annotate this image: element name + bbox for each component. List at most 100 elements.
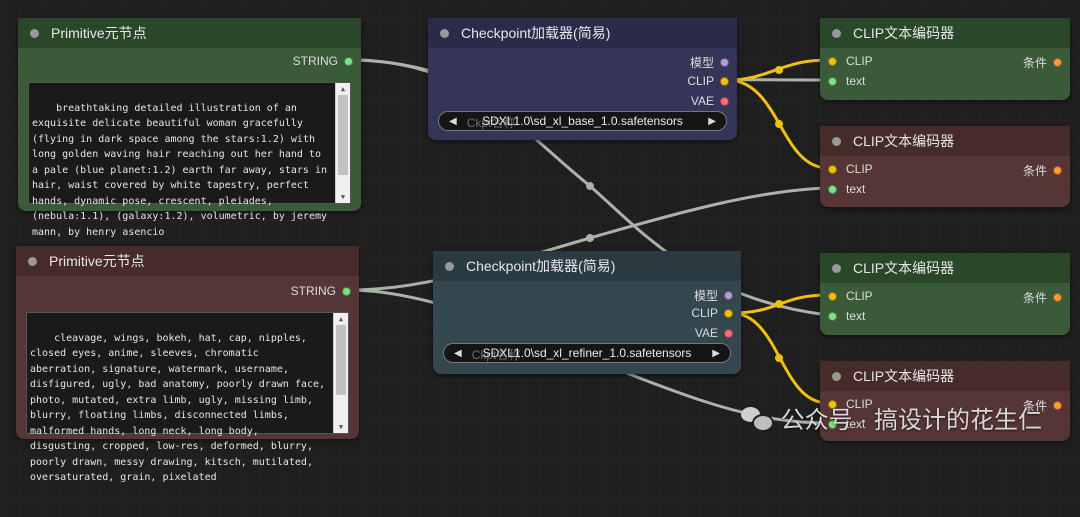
collapse-dot-icon[interactable] xyxy=(832,263,841,273)
vae-socket-icon[interactable] xyxy=(720,96,729,106)
output-model[interactable]: 模型 xyxy=(690,54,729,71)
output-model[interactable]: 模型 xyxy=(694,287,733,304)
input-text[interactable]: text xyxy=(828,182,865,196)
output-vae[interactable]: VAE xyxy=(695,326,733,340)
scroll-thumb[interactable] xyxy=(338,95,348,175)
output-conditioning[interactable]: 条件 xyxy=(1023,54,1062,71)
checkpoint-node-base[interactable]: Checkpoint加载器(简易) 模型 CLIP VAE ◀ Ckpt名称 S… xyxy=(428,18,737,140)
watermark: 公众号 · 搞设计的花生仁 xyxy=(740,400,1042,435)
node-title-bar[interactable]: Primitive元节点 xyxy=(16,246,359,276)
string-socket-icon[interactable] xyxy=(828,76,837,86)
node-title-bar[interactable]: CLIP文本编码器 xyxy=(820,18,1070,48)
scroll-up-icon[interactable]: ▲ xyxy=(338,315,344,323)
input-label: text xyxy=(846,417,866,431)
output-label: STRING xyxy=(292,54,338,68)
input-label: CLIP xyxy=(846,397,873,411)
ckpt-name-combo[interactable]: ◀ Ckpt名称 SDXL1.0\sd_xl_base_1.0.safetens… xyxy=(438,111,727,131)
collapse-dot-icon[interactable] xyxy=(832,28,841,38)
input-label: CLIP xyxy=(846,162,873,176)
wire-reroute-dot xyxy=(775,300,783,308)
output-label: VAE xyxy=(690,94,714,108)
output-conditioning[interactable]: 条件 xyxy=(1023,397,1062,414)
clip-encoder-node-3[interactable]: CLIP文本编码器 CLIP text 条件 xyxy=(820,253,1070,335)
node-title: Checkpoint加载器(简易) xyxy=(466,258,616,274)
clip-socket-icon[interactable] xyxy=(828,164,837,174)
output-label: 条件 xyxy=(1022,164,1047,178)
scrollbar[interactable]: ▲ ▼ xyxy=(335,83,350,203)
combo-prev-icon[interactable]: ◀ xyxy=(454,347,462,359)
collapse-dot-icon[interactable] xyxy=(832,136,841,146)
vae-socket-icon[interactable] xyxy=(724,328,733,338)
scroll-up-icon[interactable]: ▲ xyxy=(340,85,346,93)
collapse-dot-icon[interactable] xyxy=(28,256,37,266)
node-title-bar[interactable]: CLIP文本编码器 xyxy=(820,253,1070,283)
scroll-down-icon[interactable]: ▼ xyxy=(340,193,346,201)
conditioning-socket-icon[interactable] xyxy=(1053,293,1062,302)
input-text[interactable]: text xyxy=(828,74,865,88)
output-conditioning[interactable]: 条件 xyxy=(1023,162,1062,179)
node-title: Primitive元节点 xyxy=(49,253,145,269)
clip-encoder-node-4[interactable]: CLIP文本编码器 CLIP text 条件 xyxy=(820,361,1070,441)
prompt-textarea-positive[interactable]: breathtaking detailed illustration of an… xyxy=(28,82,351,238)
node-title-bar[interactable]: Primitive元节点 xyxy=(18,18,361,48)
clip-encoder-node-2[interactable]: CLIP文本编码器 CLIP text 条件 xyxy=(820,126,1070,207)
prompt-text: breathtaking detailed illustration of an… xyxy=(32,102,334,238)
combo-prev-icon[interactable]: ◀ xyxy=(449,115,457,127)
clip-socket-icon[interactable] xyxy=(828,56,837,66)
collapse-dot-icon[interactable] xyxy=(30,28,39,38)
conditioning-socket-icon[interactable] xyxy=(1053,166,1062,175)
input-text[interactable]: text xyxy=(828,309,865,323)
string-socket-icon[interactable] xyxy=(828,419,837,429)
input-clip[interactable]: CLIP xyxy=(828,289,873,303)
checkpoint-node-refiner[interactable]: Checkpoint加载器(简易) 模型 CLIP VAE ◀ Ckpt名称 S… xyxy=(433,251,741,374)
output-clip[interactable]: CLIP xyxy=(687,74,729,88)
input-text[interactable]: text xyxy=(828,417,865,431)
collapse-dot-icon[interactable] xyxy=(445,261,454,271)
string-socket-icon[interactable] xyxy=(342,286,351,296)
scroll-down-icon[interactable]: ▼ xyxy=(338,423,344,431)
clip-socket-icon[interactable] xyxy=(828,399,837,409)
input-clip[interactable]: CLIP xyxy=(828,54,873,68)
clip-encoder-node-1[interactable]: CLIP文本编码器 CLIP text 条件 xyxy=(820,18,1070,100)
output-string[interactable]: STRING xyxy=(291,284,351,298)
combo-ghost-label: Ckpt名称 xyxy=(466,116,516,130)
wire-clip-ref-clip3 xyxy=(730,293,829,315)
input-label: CLIP xyxy=(846,289,873,303)
string-socket-icon[interactable] xyxy=(828,184,837,194)
output-vae[interactable]: VAE xyxy=(691,94,729,108)
output-label: VAE xyxy=(694,326,718,340)
collapse-dot-icon[interactable] xyxy=(440,28,449,38)
scrollbar[interactable]: ▲ ▼ xyxy=(333,313,348,433)
wire-reroute-dot xyxy=(586,234,594,242)
string-socket-icon[interactable] xyxy=(344,56,353,66)
model-socket-icon[interactable] xyxy=(724,291,733,300)
collapse-dot-icon[interactable] xyxy=(832,371,841,381)
node-title-bar[interactable]: Checkpoint加载器(简易) xyxy=(433,251,741,281)
conditioning-socket-icon[interactable] xyxy=(1053,58,1062,67)
clip-socket-icon[interactable] xyxy=(828,291,837,301)
primitive-node-negative[interactable]: Primitive元节点 STRING cleavage, wings, bok… xyxy=(16,246,359,483)
primitive-node-positive[interactable]: Primitive元节点 STRING breathtaking detaile… xyxy=(18,18,361,238)
node-title-bar[interactable]: CLIP文本编码器 xyxy=(820,126,1070,156)
combo-next-icon[interactable]: ▶ xyxy=(712,347,720,359)
node-title: CLIP文本编码器 xyxy=(853,25,955,41)
input-clip[interactable]: CLIP xyxy=(828,397,873,411)
clip-socket-icon[interactable] xyxy=(724,308,733,318)
input-clip[interactable]: CLIP xyxy=(828,162,873,176)
output-label: 条件 xyxy=(1022,291,1047,305)
string-socket-icon[interactable] xyxy=(828,311,837,321)
combo-next-icon[interactable]: ▶ xyxy=(708,115,716,127)
node-title-bar[interactable]: Checkpoint加载器(简易) xyxy=(428,18,737,48)
output-string[interactable]: STRING xyxy=(293,54,353,68)
conditioning-socket-icon[interactable] xyxy=(1053,401,1062,410)
scroll-thumb[interactable] xyxy=(336,325,346,395)
node-title-bar[interactable]: CLIP文本编码器 xyxy=(820,361,1070,391)
input-label: CLIP xyxy=(846,54,873,68)
wire-clip-base-clip2 xyxy=(726,78,829,170)
ckpt-name-combo[interactable]: ◀ Ckpt名称 SDXL1.0\sd_xl_refiner_1.0.safet… xyxy=(443,343,731,363)
output-clip[interactable]: CLIP xyxy=(691,306,733,320)
output-conditioning[interactable]: 条件 xyxy=(1023,289,1062,306)
model-socket-icon[interactable] xyxy=(720,58,729,67)
prompt-textarea-negative[interactable]: cleavage, wings, bokeh, hat, cap, nipple… xyxy=(26,312,349,483)
clip-socket-icon[interactable] xyxy=(720,76,729,86)
